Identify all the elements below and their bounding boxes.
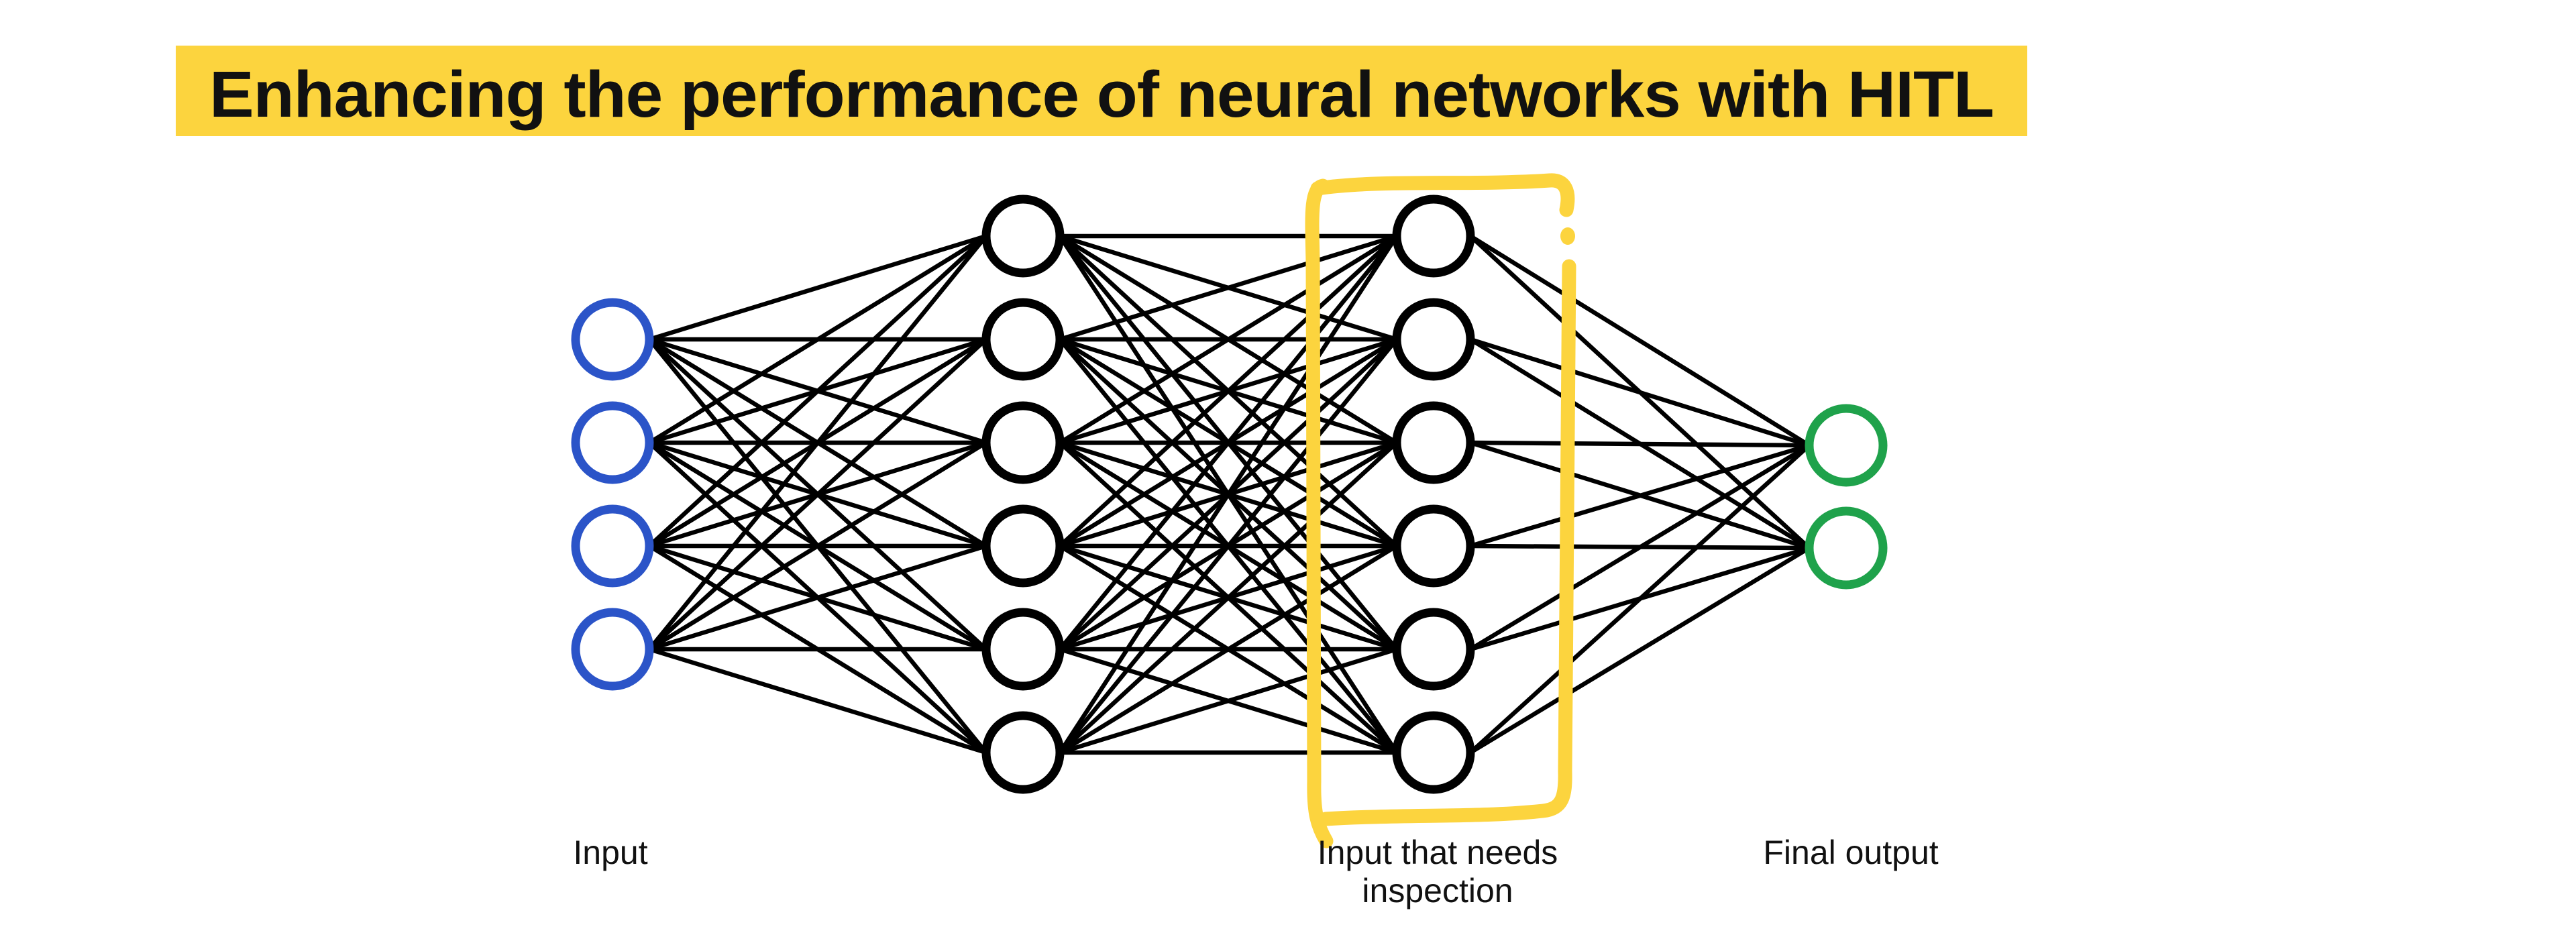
edge-input-to-hidden-1 (648, 234, 987, 445)
hidden-2-node-5 (1392, 608, 1475, 691)
final-output-label: Final output (1763, 834, 1938, 871)
hidden-2-node-3 (1392, 401, 1475, 484)
edge-input-to-hidden-1 (647, 337, 988, 651)
edge-hidden-1-to-hidden-2 (1059, 544, 1398, 755)
nodes-layer (571, 195, 1888, 794)
edge-input-to-hidden-1 (647, 234, 988, 548)
output-node-2 (1805, 506, 1888, 590)
inspection-rect-bottom-right-stroke (1318, 259, 1576, 826)
edge-input-to-hidden-1 (647, 234, 988, 651)
edge-hidden-2-to-output (1468, 443, 1811, 755)
edge-input-to-hidden-1 (648, 441, 987, 651)
hidden-1-node-1 (981, 195, 1065, 278)
edge-input-to-hidden-1 (649, 543, 987, 652)
hidden-1-node-5 (981, 608, 1065, 691)
edge-hidden-2-to-output (1469, 234, 1811, 447)
title-block: Enhancing the performance of neural netw… (176, 46, 2027, 136)
edge-hidden-2-to-output (1470, 337, 1810, 448)
edge-hidden-1-to-hidden-2 (1059, 647, 1397, 755)
edge-input-to-hidden-1 (649, 233, 987, 342)
page-title: Enhancing the performance of neural netw… (209, 58, 1994, 131)
hidden-2-node-4 (1392, 504, 1475, 588)
edge-hidden-2-to-output (1470, 443, 1810, 549)
edge-hidden-1-to-hidden-2 (1058, 337, 1399, 755)
edge-hidden-2-to-output (1470, 440, 1810, 448)
inspection-label-line1: Input that needs (1318, 834, 1558, 871)
input-node-3 (571, 504, 654, 588)
edge-hidden-2-to-output (1469, 546, 1811, 755)
hidden-1-node-2 (981, 298, 1065, 381)
inspection-rect-ink-dot (1560, 227, 1575, 245)
inspection-rect-top-stroke (1310, 173, 1575, 217)
input-node-1 (571, 298, 654, 381)
edge-hidden-1-to-hidden-2 (1059, 233, 1397, 342)
input-layer-label: Input (573, 834, 647, 871)
title-highlight (176, 46, 2027, 136)
edge-hidden-1-to-hidden-2 (1058, 234, 1399, 548)
inspection-rect-left-stroke (1305, 178, 1334, 848)
edge-hidden-1-to-hidden-2 (1058, 234, 1399, 651)
hidden-2-node-2 (1392, 298, 1475, 381)
output-node-1 (1805, 404, 1888, 487)
hidden-1-node-3 (981, 401, 1065, 484)
inspection-highlight-rectangle (1305, 173, 1576, 848)
hidden-2-node-1 (1392, 195, 1475, 278)
input-node-4 (571, 608, 654, 691)
edge-hidden-1-to-hidden-2 (1058, 235, 1399, 754)
hidden-2-node-6 (1392, 711, 1475, 794)
edge-hidden-1-to-hidden-2 (1059, 234, 1398, 445)
hidden-1-node-6 (981, 711, 1065, 794)
edge-input-to-hidden-1 (649, 647, 987, 755)
edge-hidden-2-to-output (1469, 443, 1811, 651)
input-node-2 (571, 401, 654, 484)
edges-layer (647, 233, 1811, 755)
edge-hidden-1-to-hidden-2 (1058, 441, 1399, 755)
layer-labels: Input Input that needs inspection Final … (573, 834, 1938, 909)
hidden-1-node-4 (981, 504, 1065, 588)
inspection-label-line2: inspection (1362, 872, 1513, 909)
